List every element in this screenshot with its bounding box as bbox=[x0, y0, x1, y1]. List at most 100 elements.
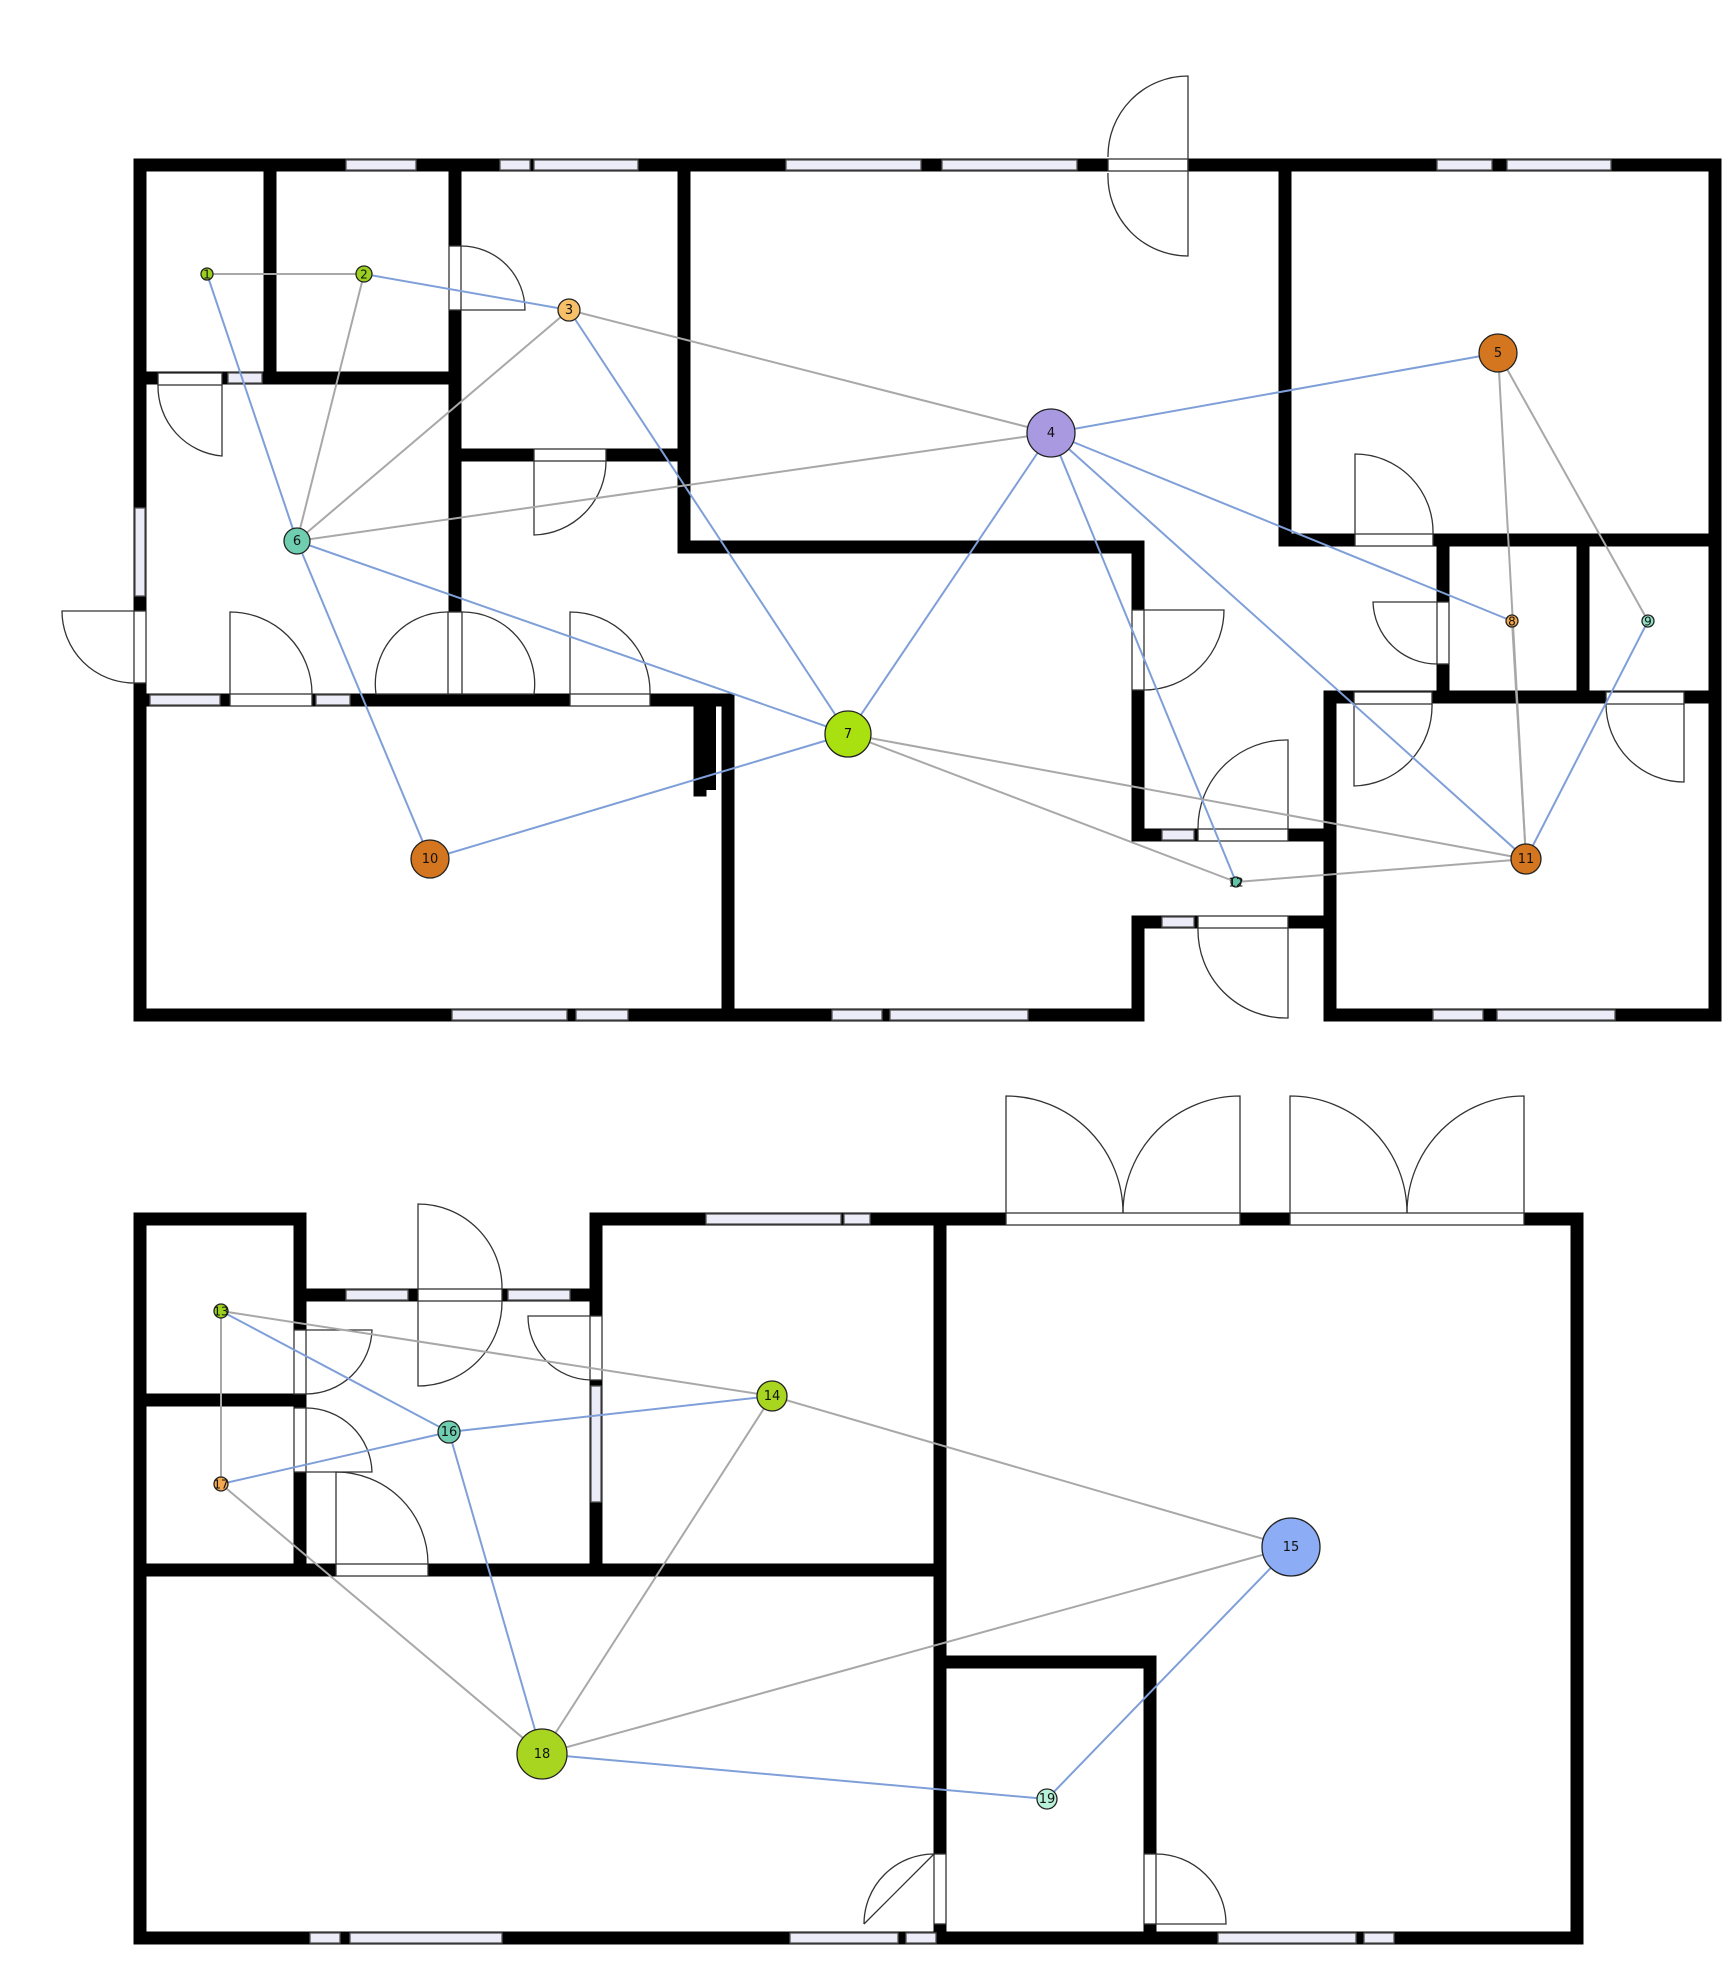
window bbox=[1363, 1932, 1395, 1944]
floor-1-doors bbox=[61, 75, 1685, 1019]
graph-node-13: 13 bbox=[213, 1303, 229, 1319]
node-circle bbox=[1036, 1788, 1058, 1810]
graph-edge-2-6 bbox=[296, 273, 365, 542]
graph-edge-17-16 bbox=[220, 1431, 450, 1485]
wall-pillar bbox=[694, 702, 716, 790]
graph-edge-15-19 bbox=[1046, 1546, 1292, 1800]
graph-edge-4-12 bbox=[1050, 432, 1237, 883]
node-label: 8 bbox=[1508, 615, 1516, 629]
node-label: 3 bbox=[565, 303, 573, 318]
graph-edge-1-6 bbox=[206, 273, 298, 542]
graph-node-16: 16 bbox=[437, 1420, 461, 1444]
door-swing bbox=[533, 460, 607, 536]
door-swing bbox=[335, 1471, 429, 1565]
door-swing bbox=[1353, 703, 1433, 787]
door-opening bbox=[293, 1329, 307, 1395]
node-circle bbox=[410, 839, 450, 879]
node-circle bbox=[1478, 333, 1518, 373]
node-circle bbox=[824, 710, 872, 758]
door-swing bbox=[1605, 703, 1685, 783]
window bbox=[889, 1009, 1029, 1021]
wall bbox=[133, 1212, 1584, 1945]
graph-edge-7-11 bbox=[847, 733, 1527, 860]
window bbox=[590, 1385, 602, 1503]
graph-edge-9-11 bbox=[1525, 620, 1649, 860]
graph-node-5: 5 bbox=[1478, 333, 1518, 373]
door-swing bbox=[417, 1203, 503, 1290]
graph-edge-3-6 bbox=[296, 309, 570, 542]
node-circle bbox=[1641, 614, 1655, 628]
floor-1-walls bbox=[133, 158, 1722, 1022]
graph-edge-6-4 bbox=[296, 432, 1052, 542]
window bbox=[941, 159, 1078, 171]
node-circle bbox=[355, 265, 373, 283]
door-opening bbox=[157, 372, 223, 386]
door-opening bbox=[229, 693, 313, 707]
node-label: 13 bbox=[213, 1305, 228, 1319]
graph-node-18: 18 bbox=[516, 1728, 568, 1780]
node-label: 9 bbox=[1644, 615, 1652, 629]
door-opening bbox=[447, 611, 463, 695]
window bbox=[227, 372, 263, 384]
graph-edge-13-16 bbox=[220, 1310, 450, 1433]
window bbox=[345, 1289, 409, 1301]
door-swing bbox=[1107, 165, 1189, 257]
graph-node-6: 6 bbox=[283, 527, 311, 555]
window bbox=[843, 1213, 871, 1225]
wall bbox=[933, 1655, 1157, 1945]
node-circle bbox=[283, 527, 311, 555]
graph-edge-16-14 bbox=[448, 1395, 773, 1433]
window bbox=[789, 1932, 899, 1944]
node-circle bbox=[213, 1476, 229, 1492]
node-label: 15 bbox=[1283, 1540, 1300, 1555]
graph-edge-14-15 bbox=[771, 1395, 1292, 1548]
door-opening bbox=[133, 610, 147, 684]
graph-node-14: 14 bbox=[756, 1380, 788, 1412]
node-label: 18 bbox=[534, 1747, 551, 1762]
graph-edge-4-11 bbox=[1050, 432, 1527, 860]
door-opening bbox=[933, 1853, 947, 1925]
door-swing bbox=[863, 1853, 935, 1925]
node-label: 1 bbox=[203, 268, 211, 282]
door-opening bbox=[589, 1315, 603, 1381]
door-opening bbox=[1353, 691, 1433, 705]
node-circle bbox=[200, 267, 214, 281]
graph-edge-13-14 bbox=[220, 1310, 773, 1397]
graph-edge-7-12 bbox=[847, 733, 1237, 883]
graph-node-10: 10 bbox=[410, 839, 450, 879]
window bbox=[349, 1932, 503, 1944]
door-opening bbox=[448, 245, 462, 311]
graph-node-9: 9 bbox=[1641, 614, 1655, 629]
node-label: 7 bbox=[844, 727, 852, 742]
window bbox=[1506, 159, 1612, 171]
door-swing bbox=[1005, 1095, 1124, 1214]
door-swing bbox=[569, 611, 651, 695]
node-label: 6 bbox=[293, 534, 301, 549]
door-swing bbox=[417, 1300, 503, 1387]
door-swing bbox=[305, 1407, 373, 1473]
door-swing bbox=[1143, 609, 1225, 691]
window bbox=[705, 1213, 842, 1225]
door-opening bbox=[293, 1407, 307, 1473]
door-swing bbox=[374, 611, 449, 695]
node-label: 12 bbox=[1228, 876, 1243, 890]
graph-node-19: 19 bbox=[1036, 1788, 1058, 1810]
node-circle bbox=[1505, 614, 1519, 628]
door-swing bbox=[527, 1315, 591, 1381]
window bbox=[451, 1009, 568, 1021]
window bbox=[1496, 1009, 1616, 1021]
door-swing bbox=[305, 1329, 373, 1395]
graph-edge-2-3 bbox=[363, 273, 570, 311]
door-opening bbox=[1354, 533, 1434, 547]
window bbox=[1436, 159, 1493, 171]
node-circle bbox=[1261, 1517, 1321, 1577]
node-circle bbox=[1230, 876, 1242, 888]
door-swing bbox=[1155, 1853, 1227, 1925]
window bbox=[315, 694, 351, 706]
window bbox=[309, 1932, 341, 1944]
window bbox=[1217, 1932, 1357, 1944]
graph-node-7: 7 bbox=[824, 710, 872, 758]
door-swing bbox=[461, 611, 536, 695]
